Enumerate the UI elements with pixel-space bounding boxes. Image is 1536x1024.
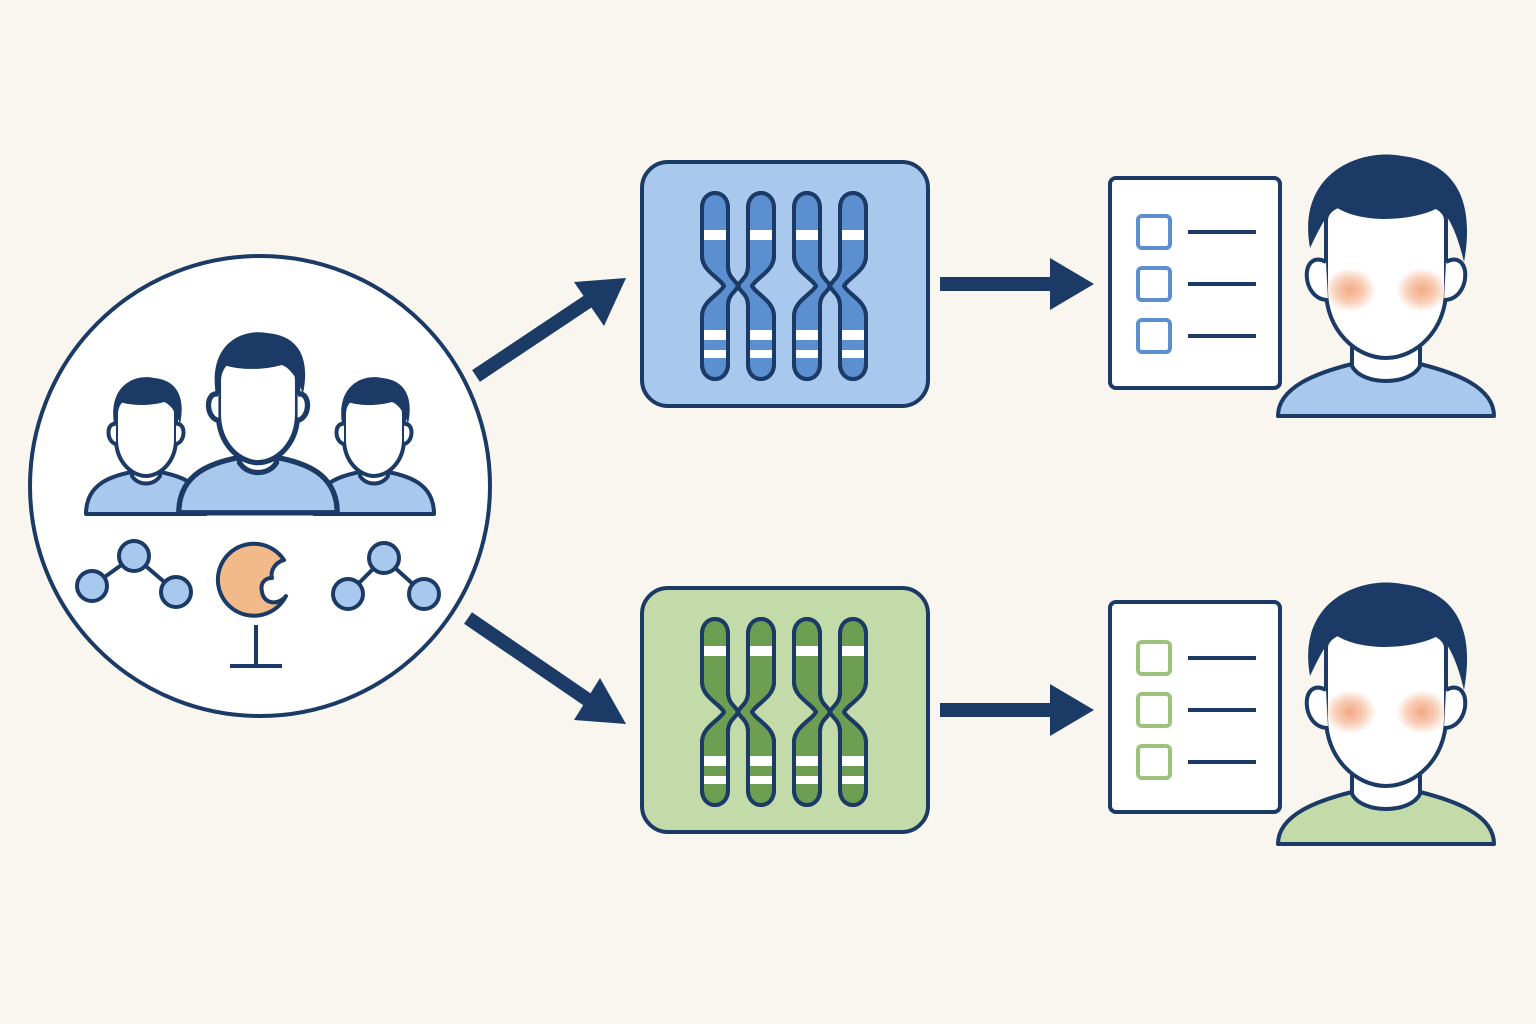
checklist-green (1108, 600, 1282, 814)
arrow-green-to-checklist (940, 684, 1094, 736)
checkbox-icon (1136, 692, 1172, 728)
patient-avatar-icon (1276, 582, 1496, 846)
arrow-to-green-genotype (464, 612, 626, 724)
checklist-blue (1108, 176, 1282, 390)
molecule-left-icon (75, 539, 193, 609)
checkbox-icon (1136, 318, 1172, 354)
arrow-blue-to-checklist (940, 258, 1094, 310)
checkbox-icon (1136, 744, 1172, 780)
molecule-right-icon (331, 541, 441, 611)
checkbox-icon (1136, 214, 1172, 250)
arrow-to-blue-genotype (472, 278, 626, 382)
patient-avatar-icon (1276, 154, 1496, 418)
population-group (28, 254, 492, 718)
checkbox-icon (1136, 266, 1172, 302)
genotype-box-blue (640, 160, 930, 408)
genotype-box-green (640, 586, 930, 834)
receptor-inhibitor-icon (215, 541, 288, 668)
checkbox-icon (1136, 640, 1172, 676)
